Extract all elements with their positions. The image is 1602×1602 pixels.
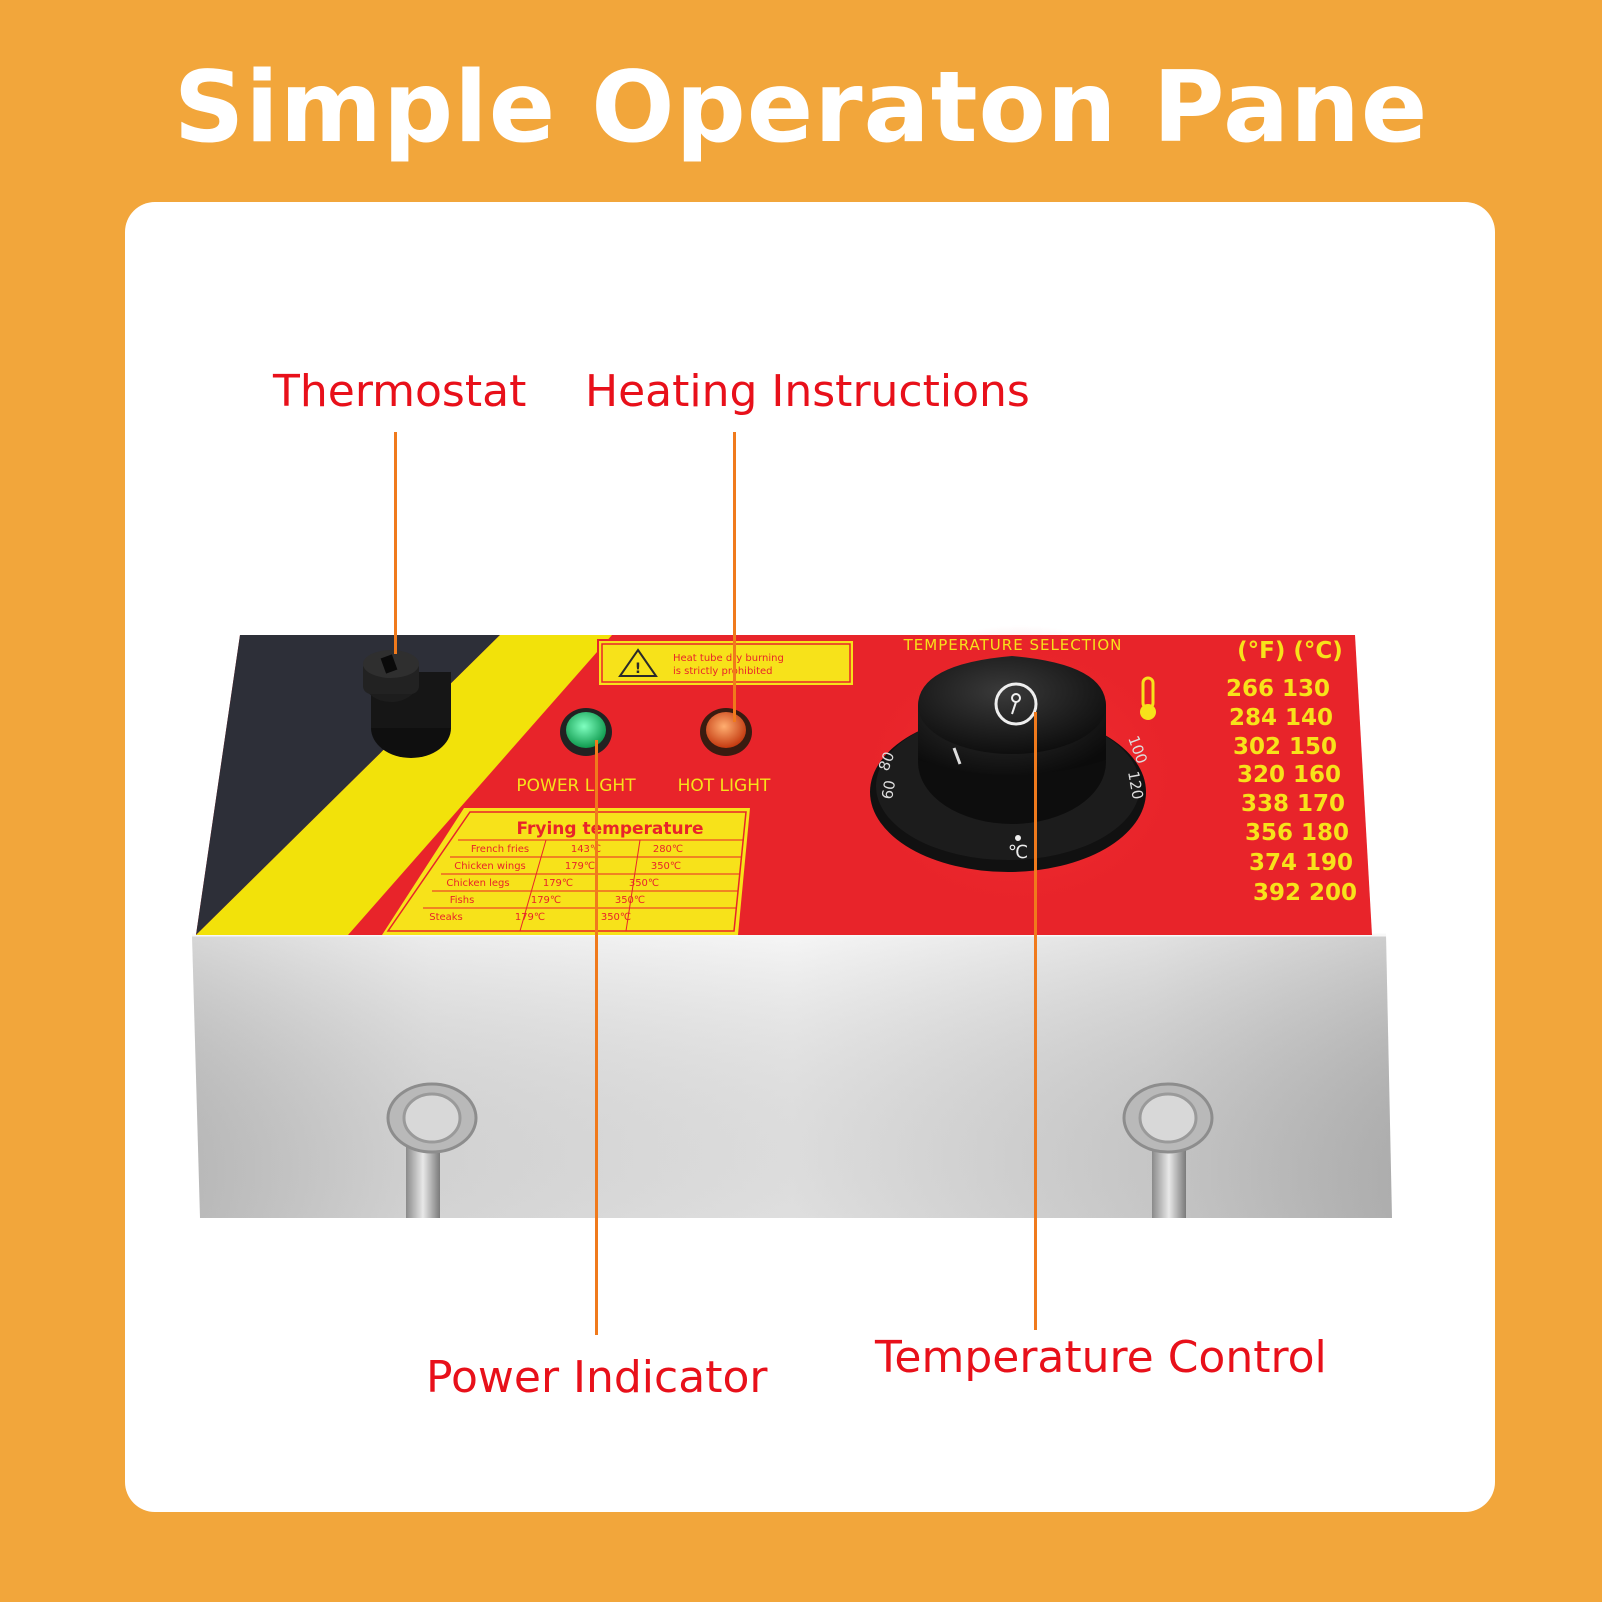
scale-row: 284 140 — [1229, 705, 1333, 731]
warning-line-1: Heat tube dry burning — [673, 653, 784, 664]
frying-table-title: Frying temperature — [516, 819, 703, 839]
svg-text:French fries: French fries — [471, 844, 529, 855]
thermostat-knob — [363, 650, 451, 758]
svg-text:350℃: 350℃ — [651, 861, 681, 872]
svg-text:Chicken legs: Chicken legs — [446, 878, 509, 889]
svg-text:179℃: 179℃ — [565, 861, 595, 872]
thermometer-icon — [1140, 676, 1156, 720]
callout-power-indicator: Power Indicator — [426, 1352, 768, 1403]
scale-row: 338 170 — [1241, 791, 1345, 817]
svg-text:Chicken wings: Chicken wings — [454, 861, 526, 872]
svg-text:179℃: 179℃ — [543, 878, 573, 889]
scale-row: 320 160 — [1237, 762, 1341, 788]
warning-label: ! Heat tube dry burning is strictly proh… — [597, 639, 855, 687]
power-light-label: POWER LIGHT — [516, 776, 636, 796]
key-icon — [994, 682, 1038, 726]
scale-row: 302 150 — [1233, 734, 1337, 760]
temperature-scale: (°F) (°C) 266 130 284 140 302 150 320 16… — [1226, 638, 1357, 906]
svg-text:350℃: 350℃ — [629, 878, 659, 889]
scale-header: (°F) (°C) — [1237, 638, 1343, 664]
dial-mark-60: 60 — [878, 779, 899, 801]
scale-row: 356 180 — [1245, 820, 1349, 846]
svg-text:350℃: 350℃ — [615, 895, 645, 906]
leader-line-thermostat — [394, 432, 397, 654]
dial-mark-120: 120 — [1124, 770, 1147, 801]
svg-text:143℃: 143℃ — [571, 844, 601, 855]
heating-element-right — [1122, 1082, 1214, 1218]
temperature-control-dial: 80 60 100 120 ℃ — [870, 656, 1151, 872]
hot-light-indicator — [700, 708, 752, 756]
power-light-indicator — [560, 708, 612, 756]
callout-thermostat: Thermostat — [273, 366, 527, 417]
leader-line-temperature-control — [1034, 712, 1037, 1330]
leader-line-heating-instructions — [733, 432, 736, 722]
control-panel-yellow-stripe — [196, 635, 612, 935]
temperature-selection-label: TEMPERATURE SELECTION — [903, 636, 1123, 654]
page-title: Simple Operaton Pane — [173, 51, 1429, 165]
dial-unit-label: ℃ — [1008, 842, 1028, 863]
svg-text:!: ! — [635, 661, 641, 677]
frying-temperature-table: Frying temperature French fries 143℃ 280… — [382, 808, 750, 935]
hot-light-label: HOT LIGHT — [678, 776, 771, 796]
scale-row: 374 190 — [1249, 850, 1353, 876]
leader-line-power-indicator — [595, 740, 598, 1335]
callout-temperature-control: Temperature Control — [875, 1332, 1327, 1383]
svg-text:Fishs: Fishs — [450, 895, 475, 906]
dial-mark-80: 80 — [875, 749, 898, 773]
svg-text:Steaks: Steaks — [429, 912, 463, 923]
svg-text:280℃: 280℃ — [653, 844, 683, 855]
warning-line-2: is strictly prohibited — [673, 666, 773, 677]
callout-heating-instructions: Heating Instructions — [585, 366, 1030, 417]
heating-element-left — [386, 1082, 478, 1218]
scale-row: 266 130 — [1226, 676, 1330, 702]
svg-text:179℃: 179℃ — [515, 912, 545, 923]
svg-text:350℃: 350℃ — [601, 912, 631, 923]
svg-text:179℃: 179℃ — [531, 895, 561, 906]
scale-row: 392 200 — [1253, 880, 1357, 906]
